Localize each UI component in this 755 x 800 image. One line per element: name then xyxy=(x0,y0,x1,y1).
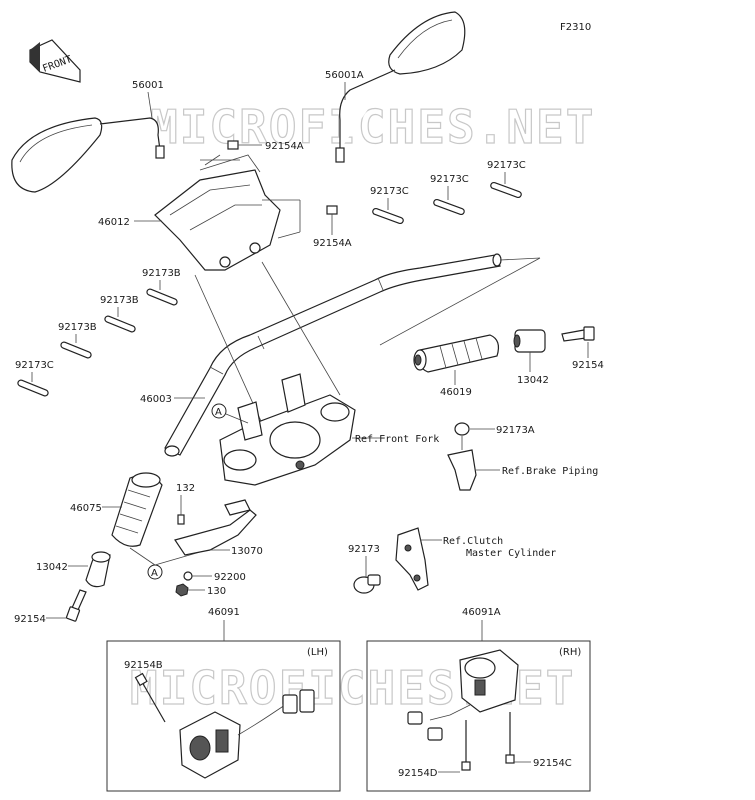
label-130: 130 xyxy=(207,586,226,597)
bar-end-weight-right xyxy=(513,329,546,353)
label-92173B-3: 92173B xyxy=(58,322,97,333)
brake-piping-clamp xyxy=(447,422,477,491)
bolt-92154a-mid xyxy=(326,205,338,215)
tag-lh: (LH) xyxy=(307,647,328,658)
band-92173b-set xyxy=(60,288,178,359)
left-grip-46075 xyxy=(111,472,163,547)
screw-132 xyxy=(177,514,185,525)
right-mirror xyxy=(335,11,466,163)
label-92173: 92173 xyxy=(348,544,380,555)
label-46003: 46003 xyxy=(140,394,172,405)
label-92173A: 92173A xyxy=(496,425,535,436)
svg-text:A: A xyxy=(215,407,222,418)
clamp-92173 xyxy=(353,574,381,594)
tag-rh: (RH) xyxy=(559,647,581,658)
screw-92154d xyxy=(461,720,471,771)
callout-a-top: A xyxy=(211,403,227,419)
label-92154A-top: 92154A xyxy=(265,141,304,152)
label-92200: 92200 xyxy=(214,572,246,583)
watermark-top: MICROFICHES.NET xyxy=(150,100,595,154)
label-13042-left: 13042 xyxy=(36,562,68,573)
label-56001: 56001 xyxy=(132,80,164,91)
bar-end-weight-left xyxy=(85,551,111,588)
clutch-bracket xyxy=(395,527,429,591)
label-92173C-3: 92173C xyxy=(487,160,526,171)
label-92154D: 92154D xyxy=(398,768,438,779)
label-92154C: 92154C xyxy=(533,758,572,769)
ref-brake-piping: Ref.Brake Piping xyxy=(502,466,598,477)
handlebar-46003 xyxy=(164,253,502,457)
switch-box-lh xyxy=(106,640,341,792)
bolt-92154a-top xyxy=(227,140,239,150)
label-46091: 46091 xyxy=(208,607,240,618)
label-46012: 46012 xyxy=(98,217,130,228)
right-grip-46019 xyxy=(413,334,500,373)
ref-clutch: Ref.Clutch xyxy=(443,536,503,547)
label-13042-right: 13042 xyxy=(517,375,549,386)
front-arrow-icon: FRONT xyxy=(29,39,81,83)
label-46075: 46075 xyxy=(70,503,102,514)
label-92173B-2: 92173B xyxy=(100,295,139,306)
screw-92154-right xyxy=(561,326,595,342)
label-92173C-4: 92173C xyxy=(15,360,54,371)
front-fork-clamp xyxy=(219,373,356,486)
ref-clutch-master-cylinder: Master Cylinder xyxy=(466,548,556,559)
switch-box-rh xyxy=(366,640,591,792)
bracket-13070 xyxy=(174,499,257,556)
label-132: 132 xyxy=(176,483,195,494)
label-92173B-1: 92173B xyxy=(142,268,181,279)
washer-92200 xyxy=(183,571,193,581)
screw-92154c xyxy=(505,712,515,764)
screw-92154-left xyxy=(65,589,87,622)
svg-text:A: A xyxy=(151,568,158,579)
callout-a-bottom: A xyxy=(147,564,163,580)
label-46091A: 46091A xyxy=(462,607,501,618)
label-92154B: 92154B xyxy=(124,660,163,671)
screw-92154b xyxy=(134,672,166,723)
band-92173c-set xyxy=(17,181,522,397)
ref-front-fork: Ref.Front Fork xyxy=(355,434,439,445)
label-92173C-1: 92173C xyxy=(370,186,409,197)
label-92173C-2: 92173C xyxy=(430,174,469,185)
handlebar-holder-46012 xyxy=(154,154,281,271)
figure-code: F2310 xyxy=(560,22,591,33)
label-46019: 46019 xyxy=(440,387,472,398)
right-handlebar-switch xyxy=(407,649,519,741)
left-mirror xyxy=(11,117,165,193)
label-13070: 13070 xyxy=(231,546,263,557)
label-56001A: 56001A xyxy=(325,70,364,81)
label-92154-right: 92154 xyxy=(572,360,604,371)
left-handlebar-switch xyxy=(179,689,315,779)
label-92154A-mid: 92154A xyxy=(313,238,352,249)
nut-130 xyxy=(175,583,189,597)
label-92154-left: 92154 xyxy=(14,614,46,625)
